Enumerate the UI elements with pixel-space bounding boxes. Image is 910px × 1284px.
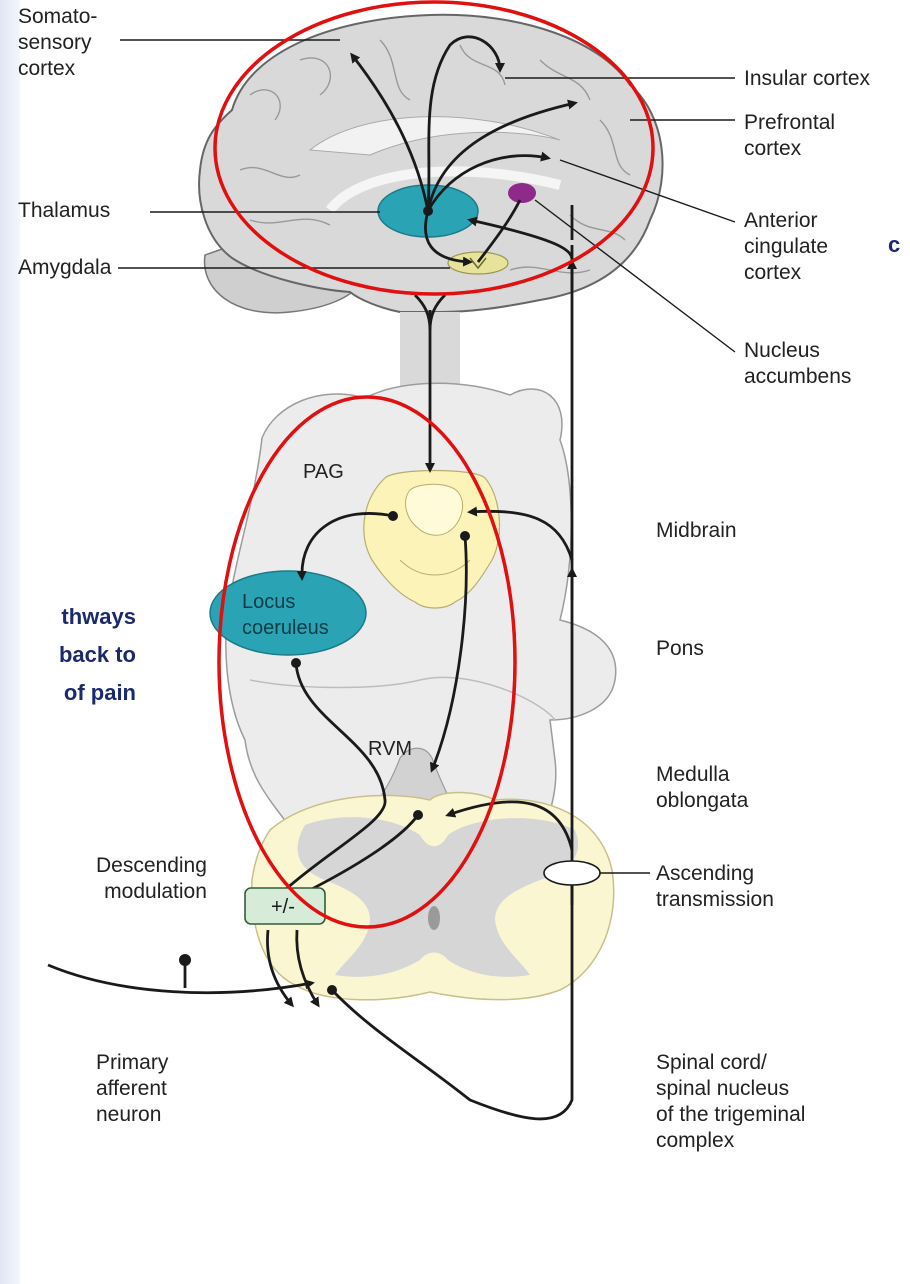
afferent-node: [179, 954, 191, 966]
primary-afferent-neuron-label: Primary afferent neuron: [96, 1050, 168, 1128]
pag-node-right: [460, 531, 470, 541]
thalamus-label: Thalamus: [18, 198, 110, 224]
lc-node: [291, 658, 301, 668]
ascending-transmission-label: Ascending transmission: [656, 861, 774, 913]
rvm-node: [413, 810, 423, 820]
pons-label: Pons: [656, 636, 704, 662]
locus-label-line2: coeruleus: [242, 617, 329, 639]
spinal-node: [327, 985, 337, 995]
anterior-cingulate-cortex-label: Anterior cingulate cortex: [744, 208, 828, 286]
rvm-label: RVM: [368, 738, 412, 760]
thalamus-node: [423, 206, 433, 216]
ascending-marker: [544, 861, 600, 885]
nucleus-accumbens-shape: [508, 183, 536, 203]
medulla-oblongata-label: Medulla oblongata: [656, 762, 748, 814]
prefrontal-cortex-label: Prefrontal cortex: [744, 110, 835, 162]
nucleus-accumbens-label: Nucleus accumbens: [744, 338, 851, 390]
locus-label-line1: Locus: [242, 591, 295, 613]
locus-coeruleus-shape: [210, 571, 366, 655]
midbrain-label: Midbrain: [656, 518, 737, 544]
overlay-right-fragment: c: [888, 226, 900, 264]
modulation-sign: +/-: [271, 896, 295, 918]
pag-label: PAG: [303, 461, 344, 483]
pag-node-left: [388, 511, 398, 521]
descending-modulation-label: Descending modulation: [96, 853, 207, 905]
insular-cortex-label: Insular cortex: [744, 66, 870, 92]
amygdala-label: Amygdala: [18, 255, 111, 281]
central-canal: [428, 906, 440, 930]
overlay-left-text: thways back to of pain: [40, 598, 136, 712]
somatosensory-cortex-label: Somato- sensory cortex: [18, 4, 97, 82]
amygdala-shape: [448, 252, 508, 274]
spinal-cord-label: Spinal cord/ spinal nucleus of the trige…: [656, 1050, 805, 1154]
